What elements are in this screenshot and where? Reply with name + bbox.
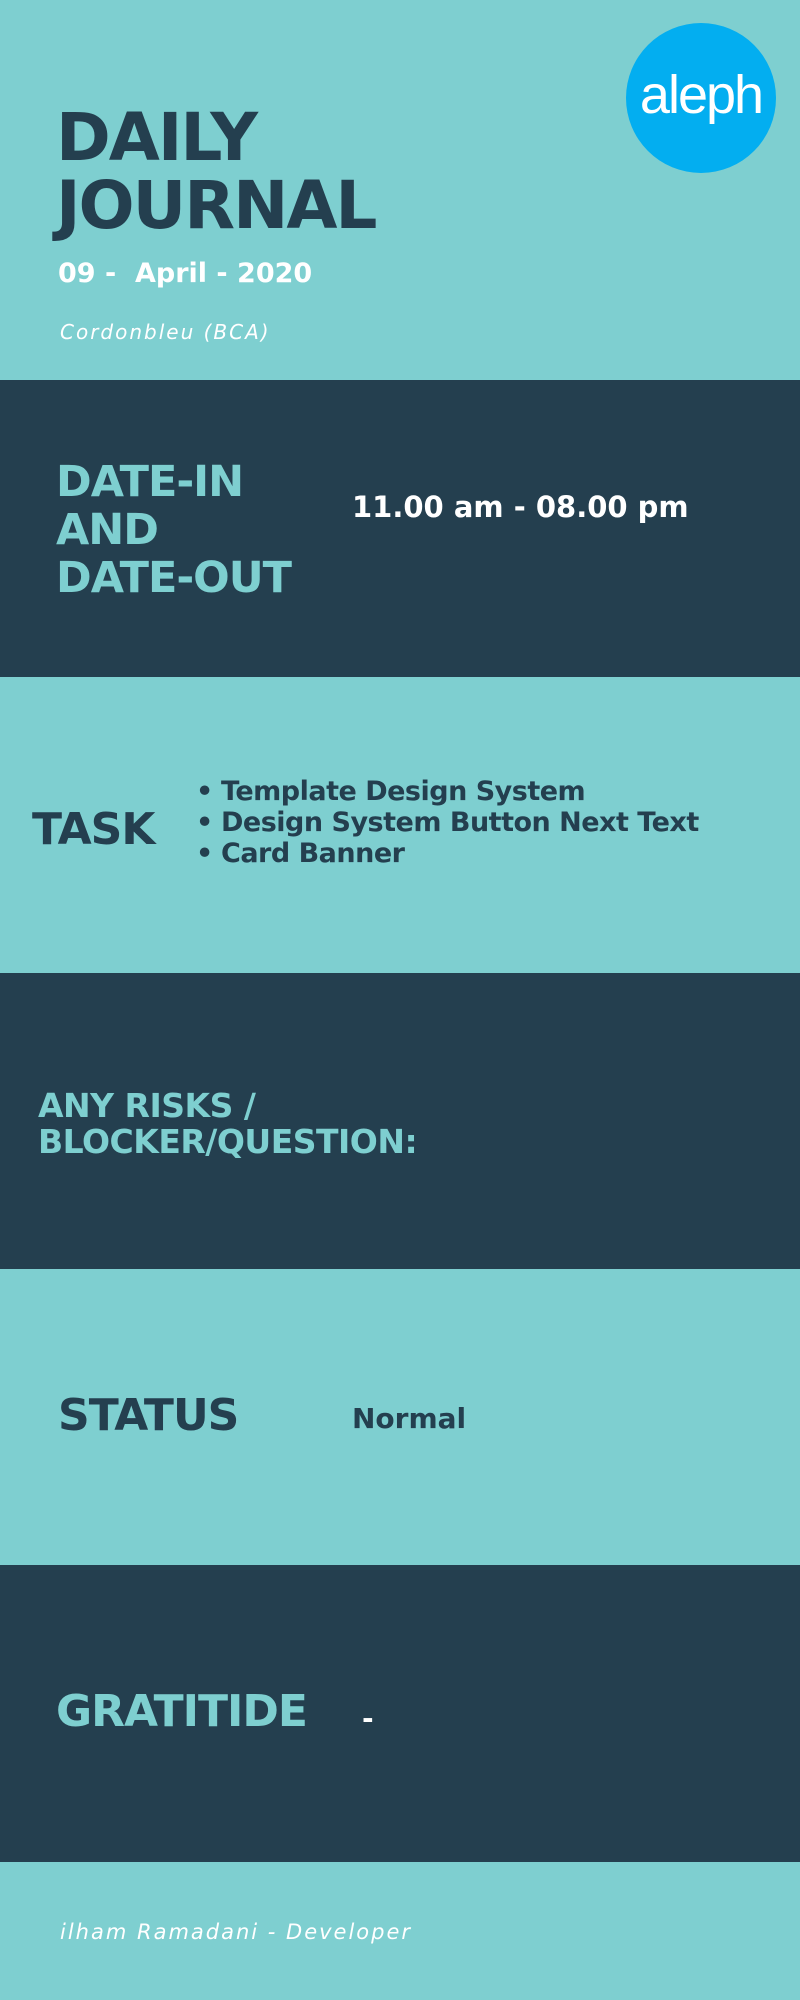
gratitude-label: GRATITIDE — [56, 1686, 308, 1737]
risks-label-line-1: ANY RISKS / — [38, 1086, 256, 1125]
journal-date: 09 - April - 2020 — [58, 258, 313, 289]
date-in-out-label-line-3: DATE-OUT — [56, 553, 292, 603]
title-line-1: DAILY — [56, 99, 258, 176]
footer-author: ilham Ramadani - Developer — [60, 1920, 413, 1944]
date-in-out-label-line-2: AND — [56, 505, 159, 555]
task-item: Template Design System — [196, 776, 699, 807]
status-label: STATUS — [58, 1390, 239, 1441]
risks-label-line-2: BLOCKER/QUESTION: — [38, 1122, 418, 1161]
date-in-out-section: DATE-IN AND DATE-OUT 11.00 am - 08.00 pm — [0, 380, 800, 677]
date-in-out-label: DATE-IN AND DATE-OUT — [56, 457, 292, 603]
date-in-out-label-line-1: DATE-IN — [56, 457, 244, 507]
title-line-2: JOURNAL — [56, 167, 377, 244]
page-title: DAILY JOURNAL — [56, 99, 377, 244]
task-list: Template Design System Design System But… — [196, 776, 699, 869]
header-section: DAILY JOURNAL 09 - April - 2020 Cordonbl… — [0, 0, 800, 380]
gratitude-value: - — [362, 1702, 374, 1735]
status-section: STATUS Normal — [0, 1269, 800, 1565]
task-section: TASK Template Design System Design Syste… — [0, 677, 800, 973]
task-label: TASK — [32, 804, 155, 855]
footer-section: ilham Ramadani - Developer — [0, 1862, 800, 2000]
risks-section: ANY RISKS / BLOCKER/QUESTION: — [0, 973, 800, 1269]
task-item: Card Banner — [196, 838, 699, 869]
date-in-out-value: 11.00 am - 08.00 pm — [352, 490, 689, 524]
company-name: Cordonbleu (BCA) — [60, 320, 271, 344]
risks-label: ANY RISKS / BLOCKER/QUESTION: — [38, 1086, 418, 1161]
gratitude-section: GRATITIDE - — [0, 1565, 800, 1862]
logo-text: aleph — [639, 65, 764, 125]
status-value: Normal — [352, 1402, 467, 1435]
aleph-logo: aleph — [626, 23, 776, 173]
task-item: Design System Button Next Text — [196, 807, 699, 838]
